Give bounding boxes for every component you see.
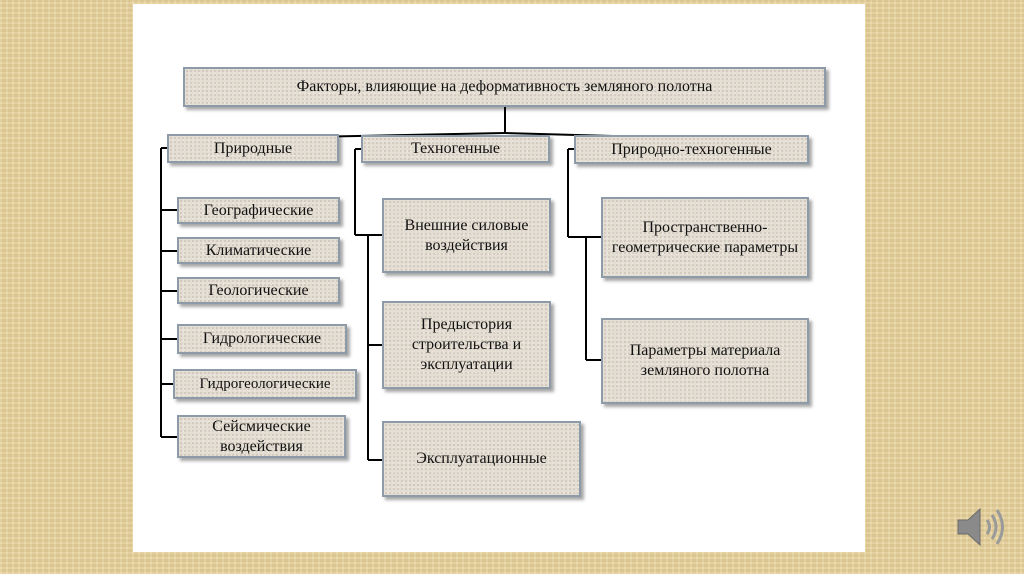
- category-technogenic: Техногенные: [361, 135, 550, 163]
- item-hydrological: Гидрологические: [177, 324, 347, 354]
- item-external-forces: Внешние силовые воздействия: [382, 198, 551, 273]
- item-seismic: Сейсмические воздействия: [177, 415, 346, 458]
- item-climatic: Климатические: [177, 237, 340, 264]
- root-box: Факторы, влияющие на деформативность зем…: [183, 67, 826, 107]
- category-natural: Природные: [167, 134, 339, 163]
- item-geological: Геологические: [177, 277, 340, 304]
- category-natural-technogenic: Природно-техногенные: [574, 135, 809, 164]
- item-construction-history: Предыстория строительства и эксплуатации: [382, 301, 551, 389]
- item-hydrogeological: Гидрогеологические: [173, 369, 357, 399]
- item-operational: Эксплуатационные: [382, 421, 581, 497]
- speaker-icon[interactable]: [954, 503, 1010, 551]
- item-geographic: Географические: [177, 197, 340, 224]
- item-spatial-geometric: Пространственно-геометрические параметры: [601, 197, 809, 278]
- item-material-parameters: Параметры материала земляного полотна: [601, 318, 809, 404]
